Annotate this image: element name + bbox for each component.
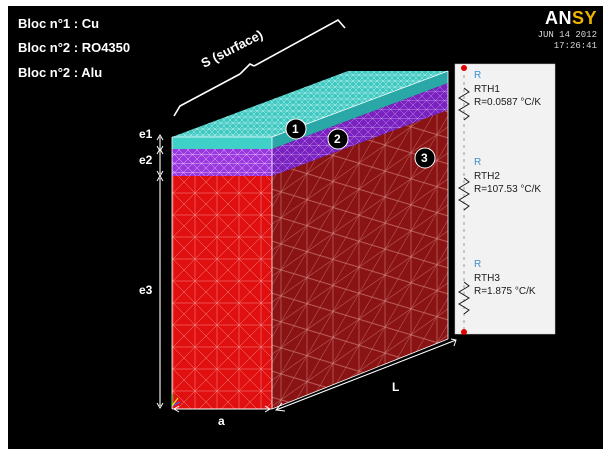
a-label: a: [218, 414, 225, 428]
legend-line-2: Bloc n°2 : RO4350: [18, 40, 131, 55]
legend-line-1: Bloc n°1 : Cu: [18, 16, 100, 31]
block-2-number: 2: [334, 132, 341, 146]
simulation-viewport: Bloc n°1 : Cu Bloc n°2 : RO4350 Bloc n°2…: [8, 6, 603, 449]
surface-label: S (surface): [199, 27, 266, 71]
node-top: [461, 65, 467, 71]
block-1-number: 1: [292, 122, 299, 136]
thickness-dimensions: e1 e2 e3: [139, 127, 164, 409]
e2-label: e2: [139, 153, 153, 167]
block-1-top-mesh: [172, 71, 448, 137]
length-dimension: L: [275, 338, 457, 412]
block-3-badge: 3: [414, 147, 436, 169]
thermal-resistance-panel: R RTH1 R=0.0587 °C/K R RTH2 R=107.53 °C/…: [454, 63, 556, 335]
resistor-2-name: RTH2: [474, 171, 500, 182]
block-1-badge: 1: [285, 118, 307, 140]
resistor-3-name: RTH3: [474, 273, 500, 284]
legend-line-3: Bloc n°2 : Alu: [18, 65, 103, 80]
heat-sink-block: [171, 70, 449, 410]
block-3-side-mesh: [272, 110, 448, 409]
resistor-panel-background: [454, 63, 556, 335]
block-2-side-mesh: [272, 83, 448, 176]
time-stamp: 17:26:41: [553, 41, 597, 51]
brand-main: AN: [544, 8, 572, 28]
resistor-2-value: R=107.53 °C/K: [474, 184, 541, 195]
resistor-1-name: RTH1: [474, 84, 500, 95]
brand-accent: SY: [571, 8, 597, 28]
e3-label: e3: [139, 283, 153, 297]
resistor-2-r: R: [474, 157, 481, 168]
block-2-badge: 2: [327, 128, 349, 150]
resistor-1-zigzag: [458, 87, 470, 121]
block-2-front-mesh: [172, 149, 272, 176]
resistor-3-zigzag: [458, 281, 470, 315]
resistor-1-value: R=0.0587 °C/K: [474, 97, 541, 108]
block-diagram: S (surface) e1 e2 e3 a: [139, 18, 556, 428]
date-stamp: JUN 14 2012: [537, 30, 597, 40]
block-3-number: 3: [421, 151, 428, 165]
resistor-3-r: R: [474, 259, 481, 270]
L-label: L: [392, 380, 399, 394]
resistor-2-zigzag: [458, 177, 470, 211]
block-3-front-mesh: [172, 176, 272, 409]
resistor-1-r: R: [474, 70, 481, 81]
node-bottom: [461, 329, 467, 335]
resistor-3-value: R=1.875 °C/K: [474, 286, 536, 297]
block-1-front-face: [172, 137, 272, 149]
e1-label: e1: [139, 127, 153, 141]
axis-triad: [171, 394, 181, 407]
block-1-side-face: [272, 71, 448, 149]
ansys-logo: ANSY: [545, 8, 597, 29]
width-dimension: a: [173, 405, 271, 428]
